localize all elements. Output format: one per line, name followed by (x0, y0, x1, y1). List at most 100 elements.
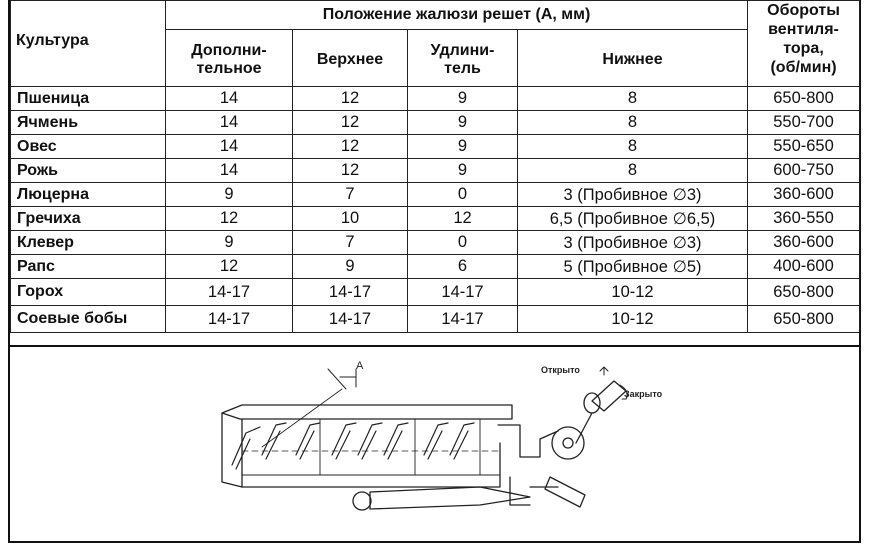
cell-upper: 7 (292, 230, 408, 255)
cell-lower: 6,5 (Пробивное ∅6,5) (516, 206, 749, 231)
cell-extra: 14 (165, 134, 293, 159)
adjust-knob-base (583, 392, 601, 414)
cell-crop: Гречиха (10, 206, 166, 231)
dimension-a-leader (327, 368, 357, 390)
header-fan-speed: Обороты вентиля- тора, (об/мин) (747, 0, 861, 87)
cell-lower: 8 (516, 158, 749, 183)
lower-shaft (369, 486, 531, 510)
cell-extender: 6 (407, 254, 518, 279)
cell-extra: 14-17 (165, 278, 293, 306)
cell-fan: 360-600 (747, 182, 861, 207)
table-row: Соевые бобы 14-17 14-17 14-17 10-12 650-… (10, 305, 861, 333)
table-row: Пшеница 14 12 9 8 650-800 (10, 86, 861, 111)
cell-extender: 14-17 (407, 305, 518, 333)
cell-lower: 3 (Пробивное ∅3) (516, 230, 749, 255)
header-crop: Культура (10, 0, 166, 87)
sieve-section-dividers (319, 418, 481, 476)
cell-extender: 9 (407, 158, 518, 183)
cell-upper: 10 (292, 206, 408, 231)
adjust-lever (544, 476, 586, 508)
cell-crop: Ячмень (10, 110, 166, 135)
table-row: Люцерна 9 7 0 3 (Пробивное ∅3) 360-600 (10, 182, 861, 207)
table-row: Рожь 14 12 9 8 600-750 (10, 158, 861, 183)
header-upper-line-1: Верхнее (316, 50, 384, 68)
cell-extender: 12 (407, 206, 518, 231)
cell-crop: Овес (10, 134, 166, 159)
cell-upper: 12 (292, 86, 408, 111)
table-row: Гречиха 12 10 12 6,5 (Пробивное ∅6,5) 36… (10, 206, 861, 231)
cell-crop: Пшеница (10, 86, 166, 111)
header-extender-line-2: тель (444, 59, 481, 77)
cell-extender: 9 (407, 86, 518, 111)
cell-extra: 14-17 (165, 305, 293, 333)
cell-lower: 8 (516, 86, 749, 111)
adjust-rod (575, 412, 593, 444)
drive-hub (562, 437, 574, 449)
cell-fan: 650-800 (747, 305, 861, 333)
cell-crop: Рапс (10, 254, 166, 279)
cell-extra: 12 (165, 254, 293, 279)
drive-wheel (551, 426, 585, 460)
cell-fan: 400-600 (747, 254, 861, 279)
cell-crop: Клевер (10, 230, 166, 255)
cell-lower: 5 (Пробивное ∅5) (516, 254, 749, 279)
header-extender-line-1: Удлини- (430, 41, 495, 59)
cell-upper: 9 (292, 254, 408, 279)
sieve-frame-top (221, 404, 513, 420)
cell-lower: 8 (516, 110, 749, 135)
cell-lower: 10-12 (516, 305, 749, 333)
header-extra-sieve: Дополни- тельное (165, 29, 293, 87)
cell-upper: 12 (292, 110, 408, 135)
cell-lower: 3 (Пробивное ∅3) (516, 182, 749, 207)
cell-extra: 9 (165, 182, 293, 207)
cell-extra: 14 (165, 110, 293, 135)
cell-extender: 14-17 (407, 278, 518, 306)
open-arrow-icon (599, 366, 609, 376)
cell-crop: Горох (10, 278, 166, 306)
cell-fan: 650-800 (747, 86, 861, 111)
cell-fan: 360-550 (747, 206, 861, 231)
table-row: Овес 14 12 9 8 550-650 (10, 134, 861, 159)
sieve-mechanism-diagram: А Открыто Закрыто (221, 360, 663, 511)
header-fan-line-3: тора, (783, 40, 824, 57)
closed-label: Закрыто (624, 389, 663, 399)
header-fan-line-2: вентиля- (768, 21, 839, 38)
sieve-louvres (231, 422, 475, 470)
header-sieve-position: Положение жалюзи решет (А, мм) (164, 0, 749, 30)
header-upper-sieve: Верхнее (292, 29, 408, 87)
cell-fan: 650-800 (747, 278, 861, 306)
cell-upper: 12 (292, 134, 408, 159)
cell-lower: 8 (516, 134, 749, 159)
document-sheet: Культура Положение жалюзи решет (А, мм) … (8, 0, 861, 543)
cell-crop: Люцерна (10, 182, 166, 207)
open-label: Открыто (541, 365, 580, 375)
table-row: Ячмень 14 12 9 8 550-700 (10, 110, 861, 135)
shaft-bolt (352, 491, 372, 511)
cell-fan: 550-700 (747, 110, 861, 135)
cell-fan: 600-750 (747, 158, 861, 183)
drive-housing (497, 424, 559, 458)
dimension-a-line (261, 388, 343, 448)
cell-upper: 7 (292, 182, 408, 207)
dimension-a-label: А (356, 360, 364, 372)
table-row: Клевер 9 7 0 3 (Пробивное ∅3) 360-600 (10, 230, 861, 255)
cell-crop: Рожь (10, 158, 166, 183)
cell-extender: 9 (407, 134, 518, 159)
cell-extender: 9 (407, 110, 518, 135)
cell-upper: 14-17 (292, 305, 408, 333)
header-fan-line-1: Обороты (767, 2, 840, 19)
header-extender: Удлини- тель (407, 29, 518, 87)
sieve-frame-bottom (241, 442, 501, 488)
cell-extra: 14 (165, 158, 293, 183)
cell-crop: Соевые бобы (10, 305, 166, 333)
close-arrow-icon (619, 384, 629, 400)
cell-extender: 0 (407, 182, 518, 207)
cell-extra: 14 (165, 86, 293, 111)
sieve-diagram-area: А Открыто Закрыто (10, 345, 859, 543)
cell-upper: 14-17 (292, 278, 408, 306)
sieve-settings-table: Культура Положение жалюзи решет (А, мм) … (10, 0, 861, 333)
table-row: Рапс 12 9 6 5 (Пробивное ∅5) 400-600 (10, 254, 861, 279)
cell-extra: 12 (165, 206, 293, 231)
sieve-frame-left (221, 412, 243, 488)
cell-lower: 10-12 (516, 278, 749, 306)
